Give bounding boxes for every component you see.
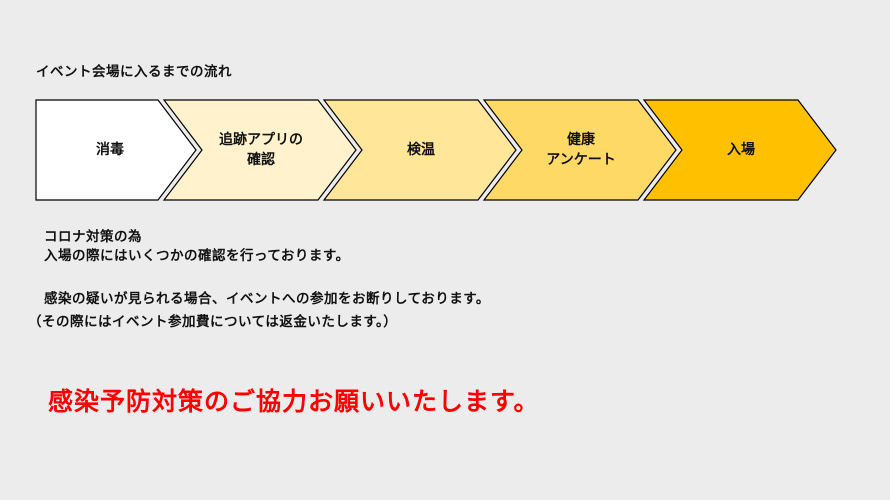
notice-line-2: 入場の際にはいくつかの確認を行っております。 [44,248,350,264]
step-label-entry: 入場 [727,141,755,158]
step-shape-disinfection [35,99,197,201]
flow-title: イベント会場に入るまでの流れ [36,64,232,80]
headline-request: 感染予防対策のご協力お願いいたします。 [48,387,540,416]
notice-line-4: （その際にはイベント参加費については返金いたします。） [28,314,398,330]
step-shape-app-check [162,99,357,201]
notice-line-1: コロナ対策の為 [44,229,142,245]
step-label-temperature: 検温 [407,141,435,158]
step-shape-entry [642,99,837,201]
step-shape-temperature [322,99,517,201]
notice-line-3: 感染の疑いが見られる場合、イベントへの参加をお断りしております。 [44,291,490,307]
step-label-health-survey: 健康 アンケート [546,131,616,168]
step-label-disinfection: 消毒 [96,141,124,158]
step-label-app-check: 追跡アプリの 確認 [219,131,303,168]
step-shape-health-survey [482,99,677,201]
